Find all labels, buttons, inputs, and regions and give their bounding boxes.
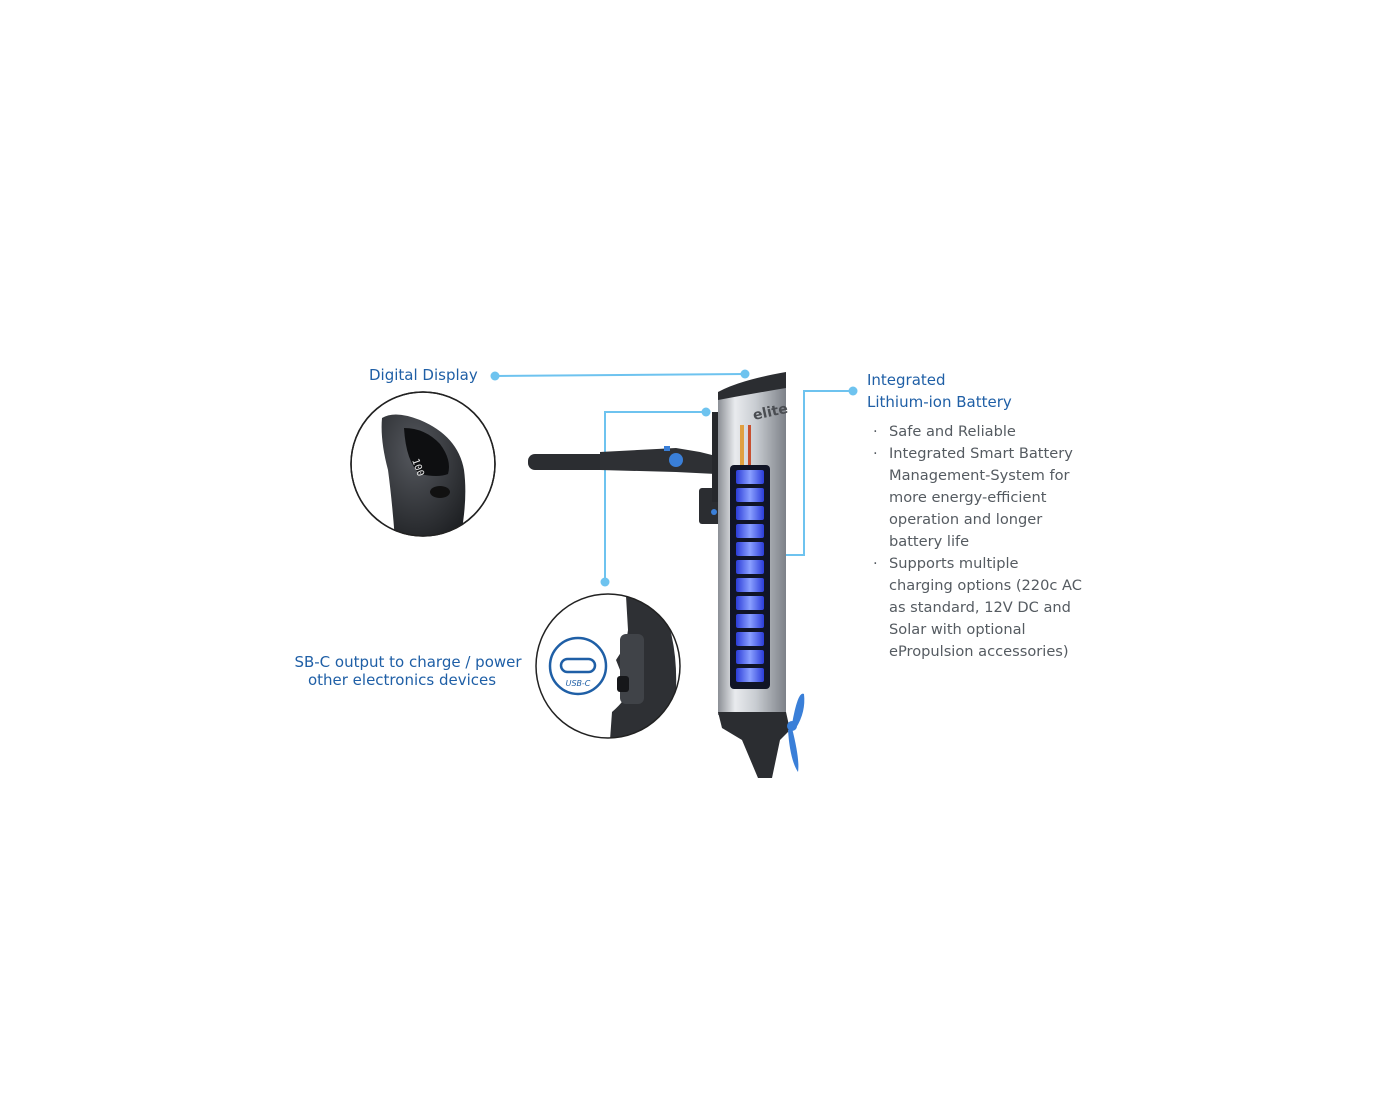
- callout-label-battery-line2: Lithium-ion Battery: [867, 393, 1012, 411]
- brand-logo: elite: [752, 401, 790, 424]
- propeller: [787, 693, 805, 772]
- callout-label-usb-line2: other electronics devices: [307, 671, 497, 689]
- callout-label-battery-line1: Integrated: [867, 371, 946, 389]
- display-detail-inset: 100: [350, 391, 496, 537]
- callout-label-display: Digital Display: [369, 366, 478, 384]
- battery-feature-item: ·Supports multiple charging options (220…: [873, 555, 1082, 660]
- callout-dots: [490, 369, 858, 587]
- callout-label-usb-line1: SB-C output to charge / power: [294, 653, 522, 671]
- usb-c-icon: USB-C: [548, 636, 608, 696]
- battery-cells: [736, 470, 764, 682]
- usb-c-icon-text: USB-C: [566, 679, 591, 688]
- usb-detail-inset: USB-C: [535, 593, 681, 739]
- outboard-motor: elite: [528, 372, 805, 778]
- callout-lines: [494, 373, 853, 582]
- battery-feature-item: ·Integrated Smart Battery Management-Sys…: [873, 445, 1073, 550]
- battery-feature-item: ·Safe and Reliable: [873, 423, 1016, 440]
- battery-feature-list: ·Safe and Reliable ·Integrated Smart Bat…: [873, 421, 1083, 663]
